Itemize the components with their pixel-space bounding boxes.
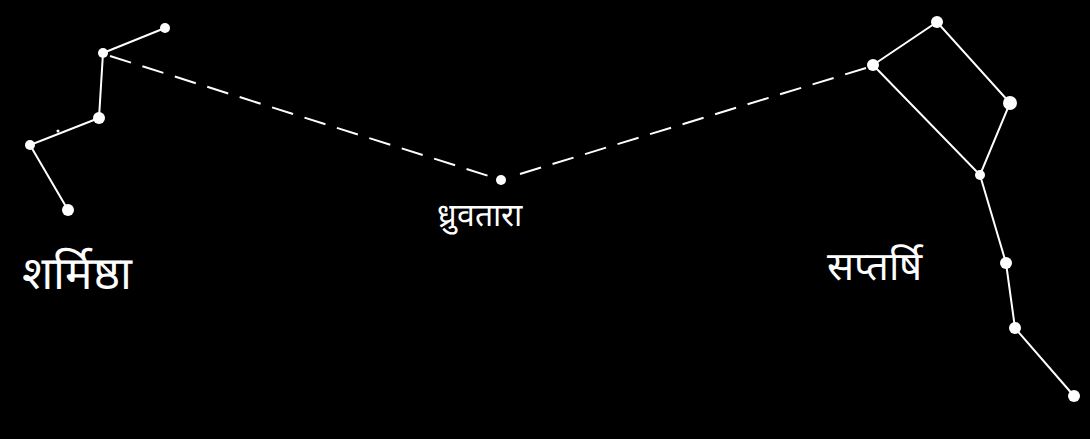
star: [931, 16, 943, 28]
star: [98, 48, 108, 58]
star: [867, 59, 879, 71]
star: [496, 175, 506, 185]
star: [93, 112, 105, 124]
constellation-label: सप्तर्षि: [827, 242, 922, 290]
stars: [25, 16, 1080, 402]
constellation-lines: [30, 22, 1074, 396]
dipper-handle: [980, 175, 1074, 396]
star: [25, 140, 35, 150]
star: [1000, 257, 1012, 269]
constellation-label: शर्मिष्ठा: [22, 246, 132, 301]
constellation-label: ध्रुवतारा: [437, 196, 522, 234]
pointer-line: [110, 56, 492, 177]
star: [62, 204, 74, 216]
star: [57, 130, 60, 133]
pointer-lines: [110, 56, 866, 177]
star: [1009, 322, 1021, 334]
star: [1068, 390, 1080, 402]
star: [160, 23, 170, 33]
star: [1003, 96, 1017, 110]
dipper-bowl: [873, 22, 1010, 175]
pointer-line: [520, 68, 866, 174]
star: [975, 170, 985, 180]
cassiopeia-lines: [30, 28, 165, 210]
